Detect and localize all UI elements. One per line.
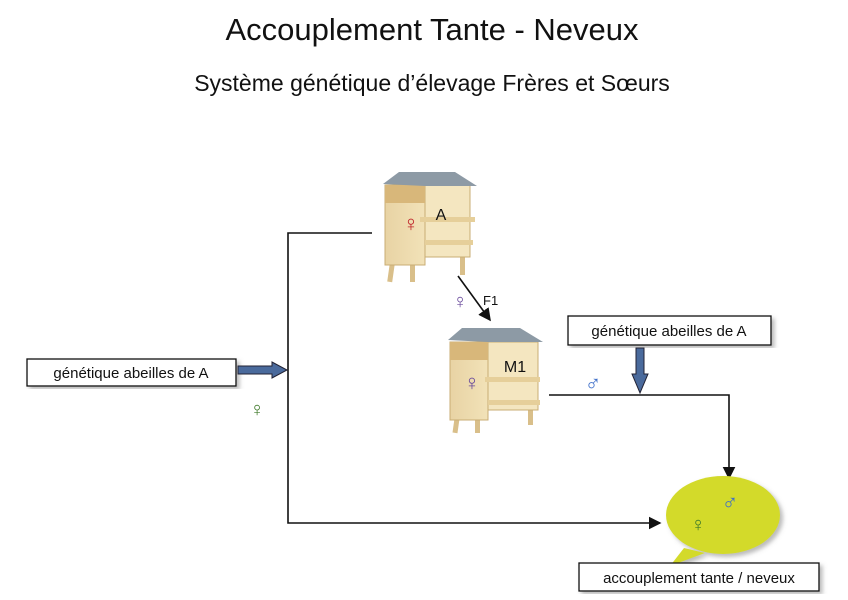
female-symbol-icon: ♀ [464, 370, 481, 395]
hive-a-label: A [436, 207, 447, 224]
right-block-arrow-icon [237, 361, 289, 379]
subtitle: Système génétique d’élevage Frères et Sœ… [194, 70, 670, 96]
female-symbol-icon: ♀ [250, 399, 265, 421]
hive-m1 [448, 328, 543, 434]
mating-bubble [666, 476, 780, 566]
male-symbol-icon: ♂ [722, 490, 739, 515]
left-genetics-label: génétique abeilles de A [53, 365, 208, 382]
aunt-line [287, 232, 662, 530]
drone-line [549, 394, 736, 480]
right-genetics-label: génétique abeilles de A [591, 323, 746, 340]
hive-m1-label: M1 [504, 359, 526, 376]
right-genetics-box [567, 315, 772, 346]
title: Accouplement Tante - Neveux [226, 12, 639, 47]
result-box [578, 562, 820, 592]
down-block-arrow-icon [631, 347, 649, 395]
male-symbol-icon: ♂ [585, 371, 602, 396]
f1-arrow [457, 275, 491, 322]
female-symbol-icon: ♀ [691, 514, 706, 536]
result-label: accouplement tante / neveux [603, 570, 795, 587]
female-symbol-icon: ♀ [403, 211, 420, 236]
left-genetics-box [26, 358, 237, 387]
female-symbol-icon: ♀ [453, 291, 468, 313]
hive-a [383, 172, 477, 283]
f1-label: F1 [483, 293, 498, 308]
